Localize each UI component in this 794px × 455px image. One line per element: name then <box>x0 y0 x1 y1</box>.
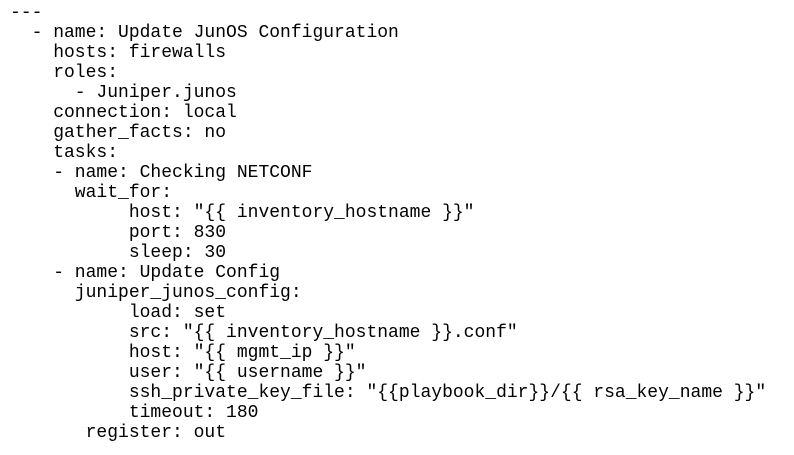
code-line-5: - Juniper.junos <box>10 83 237 103</box>
code-line-22: register: out <box>10 423 227 443</box>
code-line-18: host: "{{ mgmt_ip }}" <box>10 343 356 363</box>
code-line-11: host: "{{ inventory_hostname }}" <box>10 203 475 223</box>
code-line-7: gather_facts: no <box>10 123 227 143</box>
code-line-21: timeout: 180 <box>10 403 259 423</box>
code-line-14: - name: Update Config <box>10 263 281 283</box>
code-line-9: - name: Checking NETCONF <box>10 163 313 183</box>
code-line-6: connection: local <box>10 103 237 123</box>
code-line-19: user: "{{ username }}" <box>10 363 367 383</box>
code-line-13: sleep: 30 <box>10 243 227 263</box>
code-line-16: load: set <box>10 303 227 323</box>
code-line-2: - name: Update JunOS Configuration <box>10 23 399 43</box>
code-line-12: port: 830 <box>10 223 227 243</box>
code-line-8: tasks: <box>10 143 119 163</box>
code-line-17: src: "{{ inventory_hostname }}.conf" <box>10 323 518 343</box>
code-line-20: ssh_private_key_file: "{{playbook_dir}}/… <box>10 383 767 403</box>
code-line-10: wait_for: <box>10 183 173 203</box>
code-line-4: roles: <box>10 63 119 83</box>
code-line-1: --- <box>10 3 43 23</box>
code-line-3: hosts: firewalls <box>10 43 227 63</box>
code-line-15: juniper_junos_config: <box>10 283 302 303</box>
